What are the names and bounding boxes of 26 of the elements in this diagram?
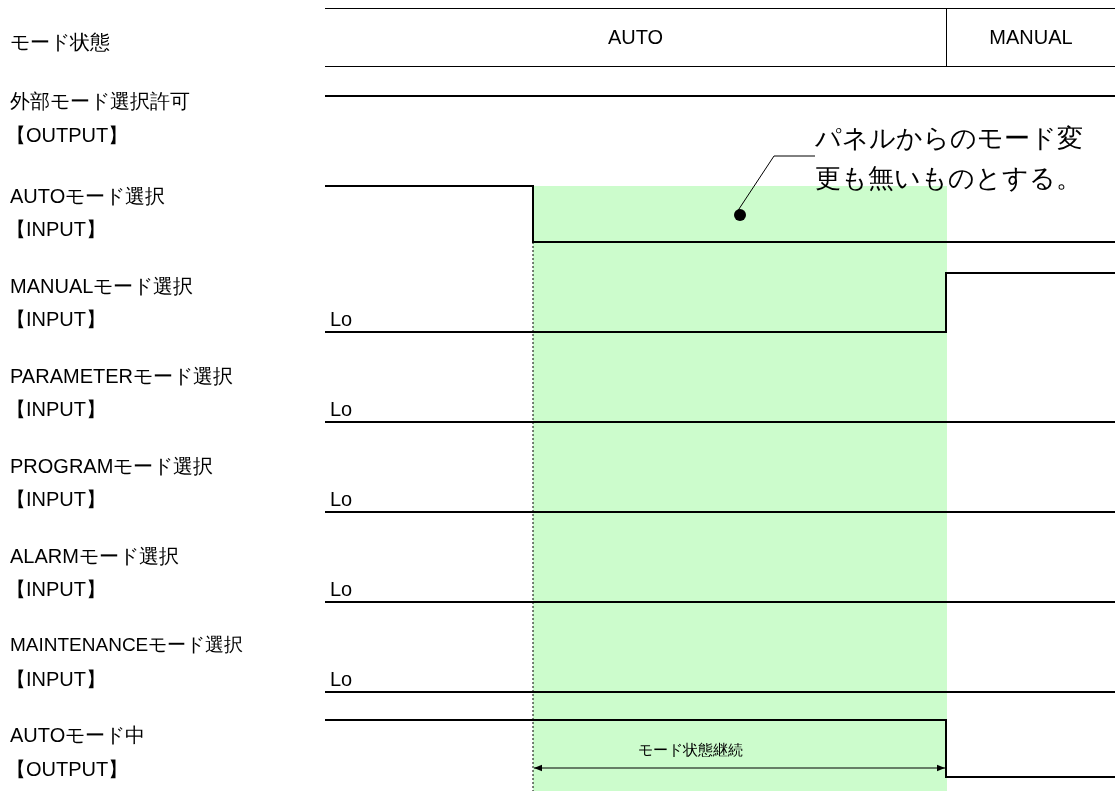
level-label: Lo (330, 667, 353, 692)
callout-text: パネルからのモード変更も無いものとする。 (815, 118, 1105, 198)
signal-label: MANUALモード選択 (10, 274, 194, 299)
signal-label: 【INPUT】 (6, 307, 106, 332)
header-cell: MANUAL (946, 8, 1115, 67)
signal-label: モード状態 (10, 30, 110, 55)
header-cell: AUTO (325, 8, 946, 67)
signal-label: 【INPUT】 (6, 487, 106, 512)
signal-label: PARAMETERモード選択 (10, 364, 233, 389)
signal-label: 【INPUT】 (6, 397, 106, 422)
signal-label: ALARMモード選択 (10, 544, 179, 569)
signal-label: MAINTENANCEモード選択 (10, 633, 244, 657)
level-label: Lo (330, 577, 353, 602)
level-label: Lo (330, 397, 353, 422)
signal-label: PROGRAMモード選択 (10, 454, 214, 479)
signal-label: AUTOモード選択 (10, 184, 166, 209)
dimension-label: モード状態継続 (637, 740, 743, 760)
signal-label: 【INPUT】 (6, 577, 106, 602)
level-label: Lo (330, 307, 353, 332)
signal-label: 【INPUT】 (6, 217, 106, 242)
signal-label: 【INPUT】 (6, 667, 106, 692)
signal-label: 【OUTPUT】 (6, 123, 129, 148)
signal-label: 【OUTPUT】 (6, 757, 129, 782)
signal-label: AUTOモード中 (10, 723, 146, 748)
level-label: Lo (330, 487, 353, 512)
signal-label: 外部モード選択許可 (10, 89, 190, 114)
